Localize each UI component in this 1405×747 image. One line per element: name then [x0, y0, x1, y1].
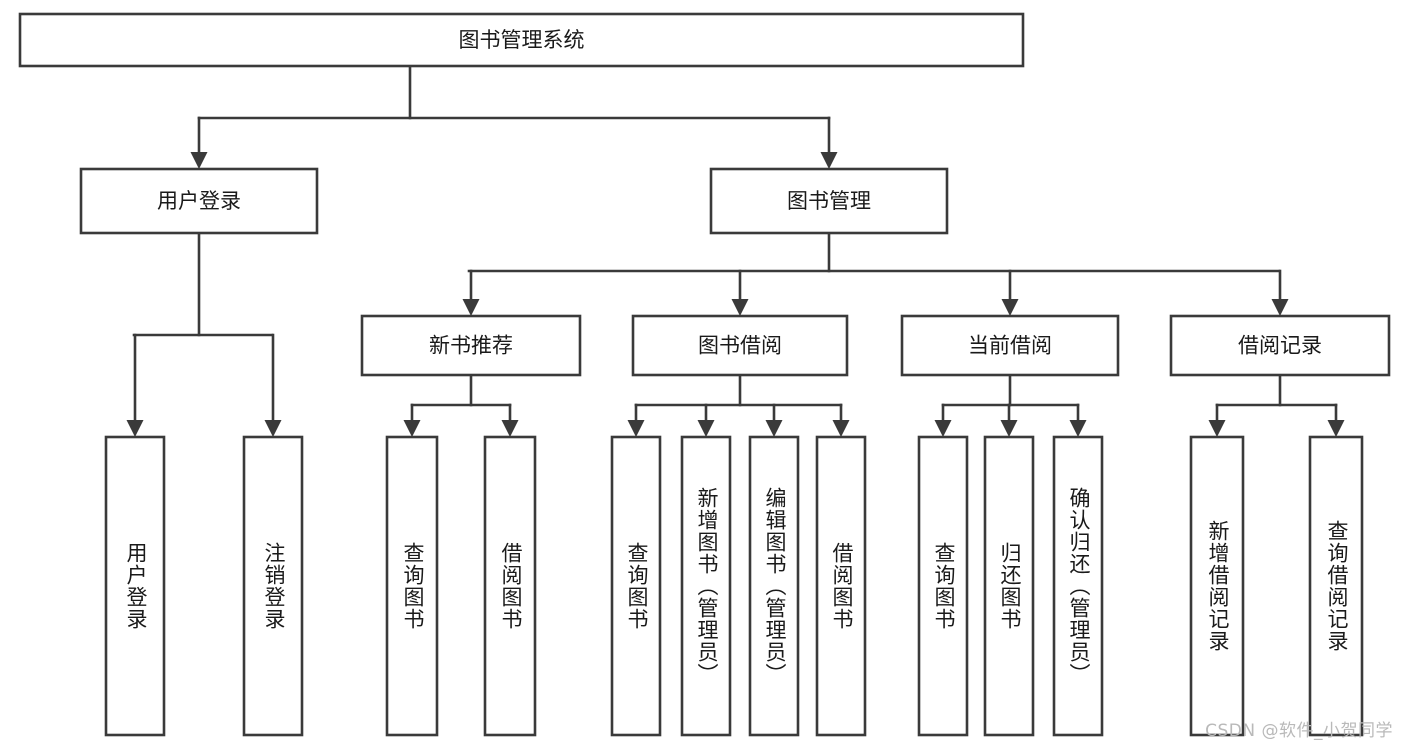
- node-label-root: 图书管理系统: [459, 28, 585, 52]
- node-box-book-borrow[interactable]: [631, 314, 849, 377]
- node-box-edit-book-admin[interactable]: [748, 435, 800, 737]
- arrowhead-group-0-child-0: [403, 420, 421, 437]
- box-layer: [18, 12, 1391, 737]
- node-label-current-borrow: 当前借阅: [968, 334, 1052, 358]
- arrowhead-group-1-child-1: [697, 420, 715, 437]
- arrowhead-bookmanage-child-1: [731, 299, 749, 316]
- watermark: CSDN @软件_小贺同学: [1205, 721, 1393, 741]
- arrowhead-group-1-child-2: [765, 420, 783, 437]
- arrowhead-group-3-child-1: [1327, 420, 1345, 437]
- node-box-user-login-do[interactable]: [104, 435, 166, 737]
- arrowhead-userlogin-child-1: [264, 420, 282, 437]
- node-box-user-login[interactable]: [79, 167, 319, 235]
- arrowhead-userlogin-child-0: [126, 420, 144, 437]
- node-box-add-book-admin[interactable]: [680, 435, 732, 737]
- node-label-new-book-recommend: 新书推荐: [429, 334, 513, 358]
- node-label-book-manage: 图书管理: [787, 189, 871, 213]
- node-box-add-borrow-record[interactable]: [1189, 435, 1245, 737]
- node-box-new-book-recommend[interactable]: [360, 314, 582, 377]
- node-box-borrow-record[interactable]: [1169, 314, 1391, 377]
- node-box-borrow-book-1[interactable]: [483, 435, 537, 737]
- node-label-user-login: 用户登录: [157, 189, 241, 213]
- node-label-book-borrow: 图书借阅: [698, 334, 782, 358]
- arrowhead-bookmanage-child-0: [462, 299, 480, 316]
- arrowhead-bookmanage-child-2: [1001, 299, 1019, 316]
- node-box-query-book-3[interactable]: [917, 435, 969, 737]
- node-box-root[interactable]: [18, 12, 1025, 68]
- node-box-query-borrow-record[interactable]: [1308, 435, 1364, 737]
- node-box-query-book-1[interactable]: [385, 435, 439, 737]
- node-box-confirm-return-admin[interactable]: [1052, 435, 1104, 737]
- arrowhead-root-child-0: [190, 152, 208, 169]
- arrowhead-group-1-child-3: [832, 420, 850, 437]
- arrowhead-root-child-1: [820, 152, 838, 169]
- arrowhead-group-2-child-1: [1000, 420, 1018, 437]
- connector-layer: [126, 64, 1345, 437]
- arrowhead-group-2-child-2: [1069, 420, 1087, 437]
- node-box-current-borrow[interactable]: [900, 314, 1120, 377]
- arrowhead-bookmanage-child-3: [1271, 299, 1289, 316]
- node-box-user-logout[interactable]: [242, 435, 304, 737]
- node-box-borrow-book-2[interactable]: [815, 435, 867, 737]
- node-box-book-manage[interactable]: [709, 167, 949, 235]
- node-box-return-book[interactable]: [983, 435, 1035, 737]
- node-label-borrow-record: 借阅记录: [1238, 334, 1322, 358]
- arrowhead-group-2-child-0: [934, 420, 952, 437]
- arrowhead-group-0-child-1: [501, 420, 519, 437]
- arrowhead-group-1-child-0: [627, 420, 645, 437]
- arrowhead-group-3-child-0: [1208, 420, 1226, 437]
- node-box-query-book-2[interactable]: [610, 435, 662, 737]
